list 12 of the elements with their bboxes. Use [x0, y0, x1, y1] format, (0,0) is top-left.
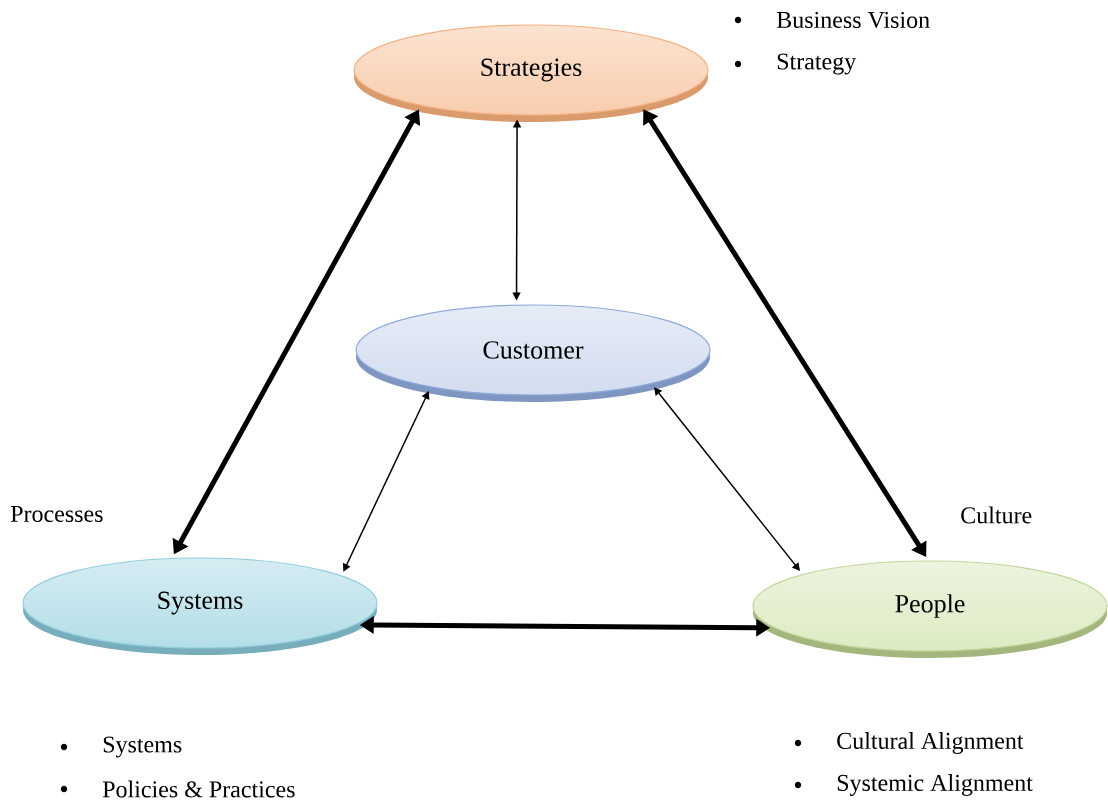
bullet-text: Business Vision	[776, 11, 930, 29]
bullet-text: Policies & Practices	[102, 780, 295, 798]
ellipse-node: Strategies	[353, 24, 709, 122]
bullet-text: Systems	[103, 736, 182, 758]
bullet-text: Systemic Alignment	[837, 774, 1033, 796]
ellipse-node: People	[752, 560, 1108, 658]
bullet-text: Strategy	[777, 53, 857, 75]
ellipse-node: Systems	[22, 557, 378, 655]
bullet-text: Cultural Alignment	[837, 732, 1024, 754]
bullet-text: Culture	[961, 506, 1032, 524]
bullet-text: Processes	[10, 506, 103, 522]
ellipse-node: Customer	[355, 304, 711, 402]
